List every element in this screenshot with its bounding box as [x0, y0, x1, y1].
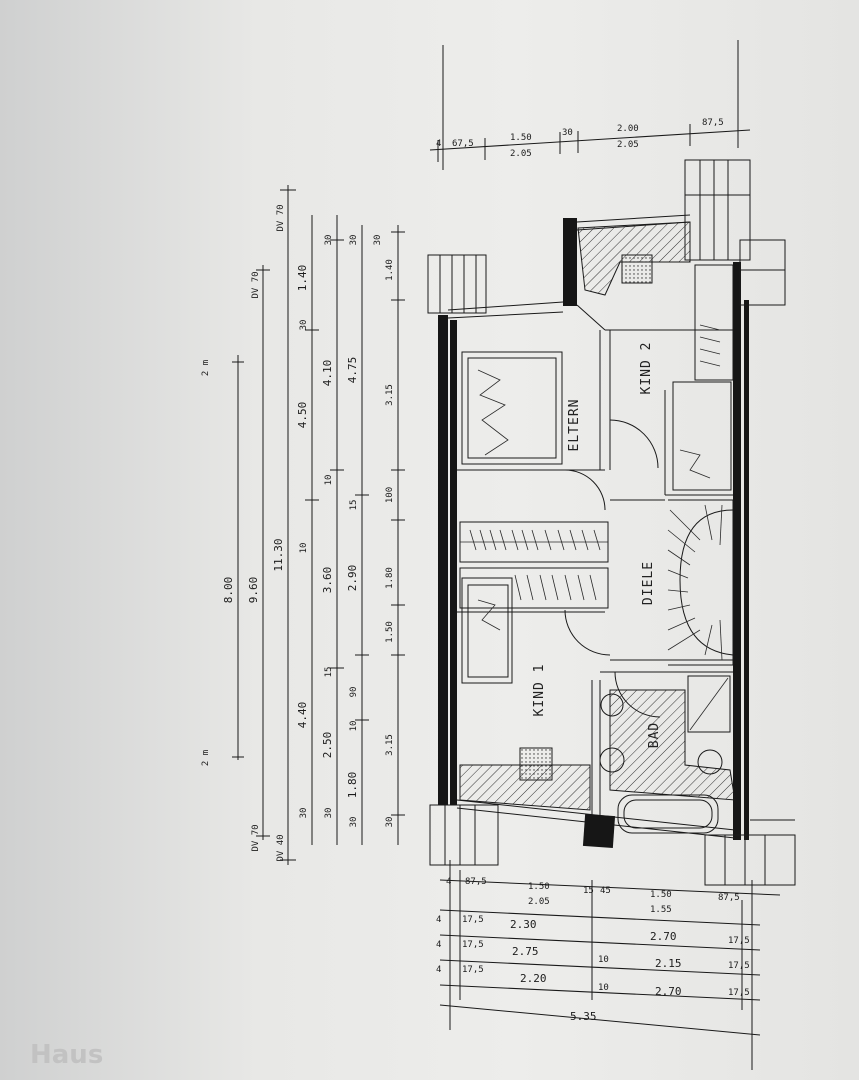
bot-dim-5-35: 5.35	[570, 1010, 597, 1023]
dim-100: 100	[385, 487, 395, 503]
room-diele	[564, 499, 734, 666]
bot-dim-17-5-a: 17,5	[462, 915, 484, 925]
label-eltern: ELTERN	[567, 399, 582, 452]
dim-1-80-b: 1.80	[385, 567, 395, 589]
top-dim-87-5: 87,5	[702, 118, 724, 128]
bot-dim-17-5-b: 17,5	[728, 936, 750, 946]
label-kind-1: KIND 1	[532, 664, 547, 717]
bot-dim-4-c: 4	[436, 940, 441, 950]
top-dimension-chain	[429, 40, 751, 170]
bot-dim-2-70-b: 2.70	[655, 985, 682, 998]
bot-dim-2-20: 2.20	[520, 972, 547, 985]
dim-3-15-a: 3.15	[385, 734, 395, 756]
bottom-dimension-chains	[439, 860, 781, 1070]
label-diele: DIELE	[641, 561, 656, 605]
bot-dim-15: 15	[583, 886, 594, 896]
dim-1-40: 1.40	[296, 265, 309, 292]
top-dim-30: 30	[562, 128, 573, 138]
bot-dim-1-50-b: 1.50	[650, 890, 672, 900]
dim-15-a: 15	[324, 667, 334, 678]
dim-30-h: 30	[373, 235, 383, 246]
dim-4-40: 4.40	[296, 702, 309, 729]
top-dim-4: 4	[436, 139, 441, 149]
top-dim-2-05-a: 2.05	[510, 149, 532, 159]
top-dim-2-00: 2.00	[617, 124, 639, 134]
room-kind-1	[457, 577, 605, 815]
bot-dim-2-70-a: 2.70	[650, 930, 677, 943]
dim-90: 90	[349, 687, 359, 698]
dim-4-10: 4.10	[321, 360, 334, 387]
building	[427, 159, 796, 886]
dim-10-b: 10	[324, 475, 334, 486]
dim-30-e: 30	[349, 235, 359, 246]
dim-2-50: 2.50	[321, 732, 334, 759]
bot-dim-17-5-e: 17,5	[462, 965, 484, 975]
label-kind-2: KIND 2	[639, 342, 654, 395]
dim-30-a: 30	[299, 808, 309, 819]
bot-dim-87-5-a: 87,5	[465, 877, 487, 887]
room-eltern	[457, 304, 659, 609]
bot-dim-2-05: 2.05	[528, 897, 550, 907]
dim-dv70-b: DV 70	[251, 271, 261, 298]
left-dimension-chains	[232, 185, 405, 865]
room-kind-2	[577, 221, 734, 496]
dim-dv70-c: DV 70	[251, 824, 261, 851]
dim-2-90: 2.90	[346, 565, 359, 592]
top-dim-2-05-b: 2.05	[617, 140, 639, 150]
dim-30-g: 30	[385, 817, 395, 828]
dim-3-60: 3.60	[321, 567, 334, 594]
bot-dim-17-5-f: 17,5	[728, 988, 750, 998]
dim-10-a: 10	[299, 543, 309, 554]
bot-dim-2-15: 2.15	[655, 957, 682, 970]
bot-dim-17-5-d: 17,5	[728, 961, 750, 971]
dim-dv70-a: DV 70	[276, 204, 286, 231]
dim-4-75: 4.75	[346, 357, 359, 384]
dim-30-d: 30	[324, 235, 334, 246]
bot-dim-17-5-c: 17,5	[462, 940, 484, 950]
dim-10-c: 10	[349, 721, 359, 732]
dim-8-00: 8.00	[222, 577, 235, 604]
scale-label-top: 2 m	[201, 360, 211, 376]
bot-dim-4-d: 4	[436, 965, 441, 975]
bot-dim-4: 4	[446, 877, 451, 887]
label-bad: BAD	[647, 722, 662, 748]
bot-dim-10-b: 10	[598, 983, 609, 993]
room-bad	[599, 671, 736, 834]
dim-3-15-b: 3.15	[385, 384, 395, 406]
dim-1-40-b: 1.40	[385, 259, 395, 281]
bot-dim-4-b: 4	[436, 915, 441, 925]
dim-4-50: 4.50	[296, 402, 309, 429]
dim-11-30: 11.30	[272, 538, 285, 571]
dim-30-c: 30	[324, 808, 334, 819]
dim-1-80: 1.80	[346, 772, 359, 799]
bot-dim-1-50-a: 1.50	[528, 882, 550, 892]
top-dim-1-50: 1.50	[510, 133, 532, 143]
top-dim-67-5: 67,5	[452, 139, 474, 149]
bot-dim-2-30: 2.30	[510, 918, 537, 931]
dim-15-b: 15	[349, 500, 359, 511]
bot-dim-2-75: 2.75	[512, 945, 539, 958]
bot-dim-10-a: 10	[598, 955, 609, 965]
dim-30-f: 30	[349, 817, 359, 828]
dim-9-60: 9.60	[247, 577, 260, 604]
scale-label-bottom: 2 m	[201, 750, 211, 766]
watermark-text: Haus	[30, 1040, 104, 1070]
bot-dim-87-5-b: 87,5	[718, 893, 740, 903]
bot-dim-45: 45	[600, 886, 611, 896]
dim-dv40: DV 40	[276, 834, 286, 861]
bot-dim-1-55: 1.55	[650, 905, 672, 915]
dim-30-b: 30	[299, 320, 309, 331]
dim-1-50: 1.50	[385, 621, 395, 643]
